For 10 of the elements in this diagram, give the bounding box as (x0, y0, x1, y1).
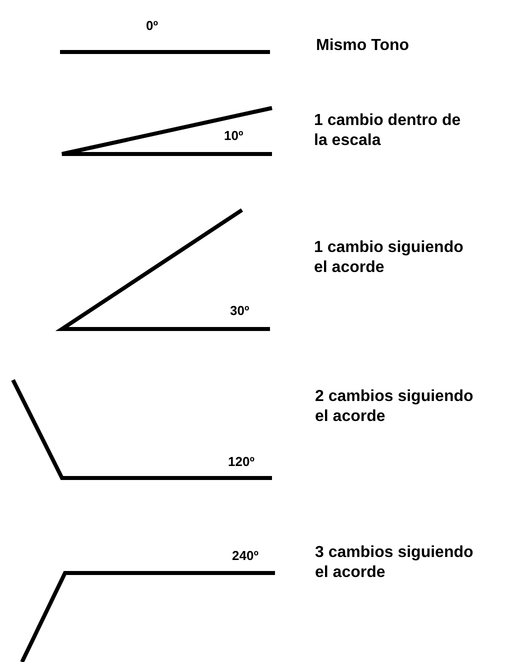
angle-label: 240º (232, 548, 258, 563)
angle-label: 30º (230, 303, 250, 318)
description-text: 3 cambios siguiendo el acorde (315, 543, 474, 583)
angle-label: 120º (228, 454, 254, 469)
angle-label: 10º (224, 128, 244, 143)
description-text: 1 cambio siguiendo el acorde (314, 238, 464, 278)
description-text: 2 cambios siguiendo el acorde (315, 387, 474, 427)
description-text: 1 cambio dentro de la escala (314, 111, 462, 151)
description-text: Mismo Tono (316, 36, 410, 56)
angle-label: 0º (146, 18, 158, 33)
